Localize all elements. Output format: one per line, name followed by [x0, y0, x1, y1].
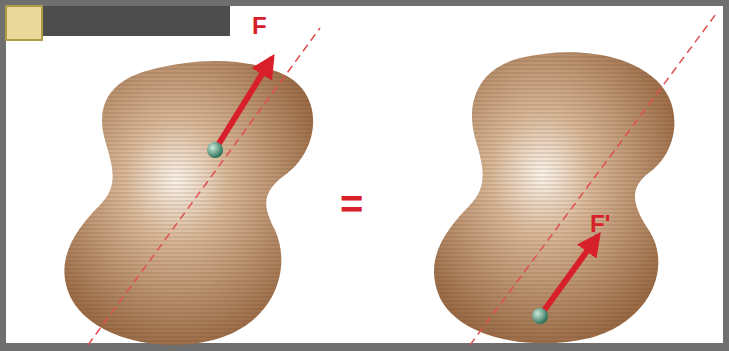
- rigid-body: [64, 61, 313, 345]
- equals-sign: =: [340, 184, 363, 224]
- point-of-application: [207, 142, 223, 158]
- tab: [6, 6, 42, 40]
- force-arrow: [540, 236, 598, 316]
- frame: [0, 0, 6, 351]
- force-label: F': [590, 212, 610, 236]
- rigid-body: [434, 52, 674, 343]
- line-of-action: [88, 28, 320, 345]
- frame: [0, 0, 729, 6]
- frame: [0, 343, 729, 351]
- force-arrow: [215, 58, 272, 150]
- point-of-application: [532, 308, 548, 324]
- frame: [723, 0, 729, 351]
- line-of-action: [470, 14, 716, 345]
- force-label: F: [252, 14, 267, 38]
- title-band: [40, 6, 230, 36]
